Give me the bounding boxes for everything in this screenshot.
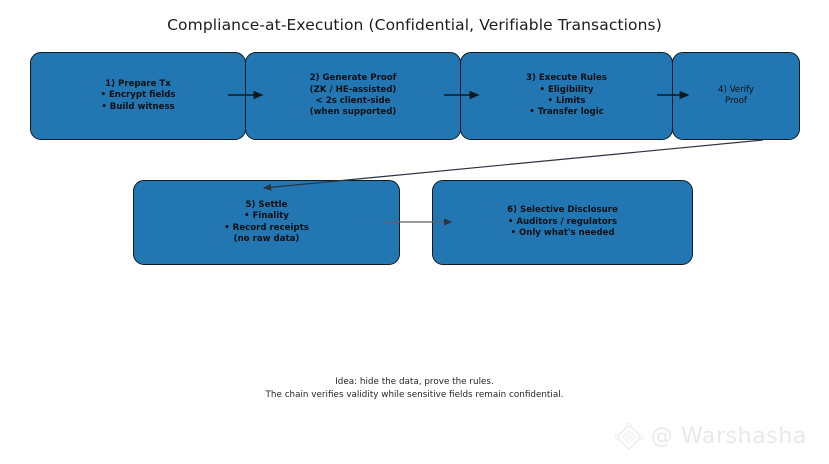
process-node-2: 2) Generate Proof (ZK / HE-assisted) < 2… xyxy=(245,52,461,140)
process-node-4: 4) Verify Proof xyxy=(672,52,800,140)
watermark: @ Warshasha xyxy=(614,422,807,452)
process-node-5-label: 5) Settle • Finality • Record receipts (… xyxy=(224,199,309,244)
process-node-2-label: 2) Generate Proof (ZK / HE-assisted) < 2… xyxy=(309,73,397,118)
process-node-3-label: 3) Execute Rules • Eligibility • Limits … xyxy=(526,73,607,118)
process-node-6: 6) Selective Disclosure • Auditors / reg… xyxy=(432,180,693,265)
process-node-4-label: 4) Verify Proof xyxy=(718,84,754,106)
diamond-nodes-icon xyxy=(614,422,643,451)
watermark-handle: @ Warshasha xyxy=(650,424,807,449)
process-node-1-label: 1) Prepare Tx • Encrypt fields • Build w… xyxy=(100,78,176,112)
page-title: Compliance-at-Execution (Confidential, V… xyxy=(167,16,662,34)
footer-note: Idea: hide the data, prove the rules. Th… xyxy=(265,377,564,401)
process-node-6-label: 6) Selective Disclosure • Auditors / reg… xyxy=(507,205,618,239)
process-node-5: 5) Settle • Finality • Record receipts (… xyxy=(133,180,400,265)
process-node-3: 3) Execute Rules • Eligibility • Limits … xyxy=(460,52,673,140)
process-node-1: 1) Prepare Tx • Encrypt fields • Build w… xyxy=(30,52,246,140)
